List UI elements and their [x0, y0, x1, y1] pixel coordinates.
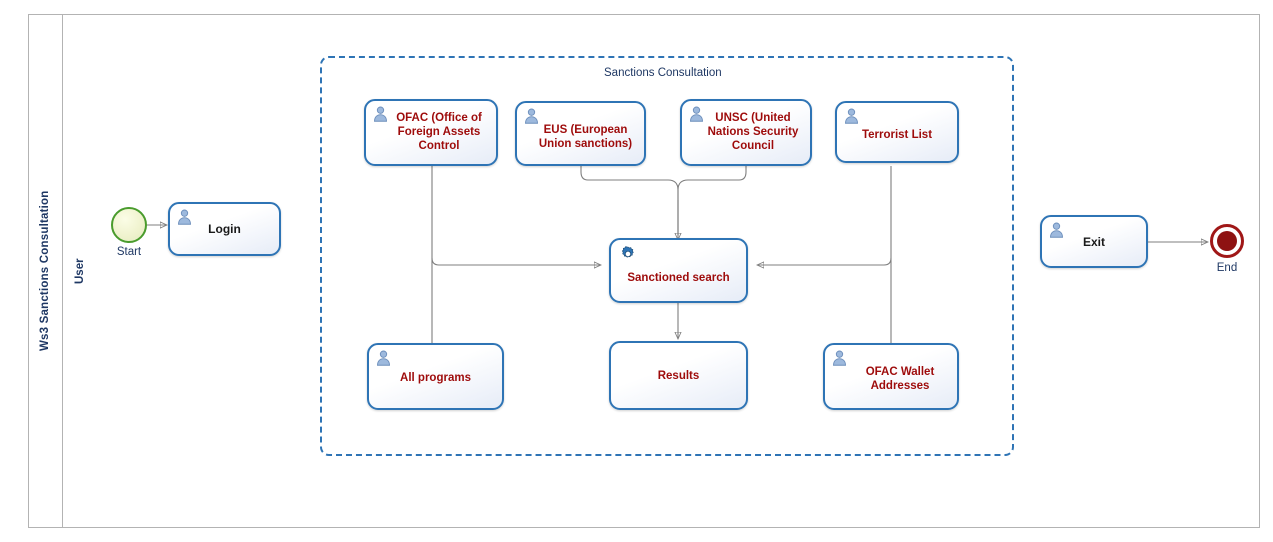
task-exit-label: Exit [1082, 234, 1105, 249]
start-event-label: Start [116, 246, 142, 258]
user-icon [177, 209, 192, 225]
task-ofac-label: OFAC (Office of Foreign Assets Control [396, 111, 482, 152]
task-sanctioned-search-label: Sanctioned search [627, 271, 730, 284]
task-ofac-wallet-addresses[interactable]: OFAC Wallet Addresses [823, 343, 959, 410]
user-icon [832, 350, 847, 366]
user-icon [844, 108, 859, 124]
pool-ws3 [28, 14, 1260, 528]
task-login[interactable]: Login [168, 202, 281, 256]
task-exit[interactable]: Exit [1040, 215, 1148, 268]
lane-divider [62, 14, 63, 528]
user-icon [524, 108, 539, 124]
group-label: Sanctions Consultation [604, 67, 722, 79]
group-sanctions-consultation [320, 56, 1014, 456]
pool-title: Ws3 Sanctions Consultation [39, 190, 51, 352]
task-all-programs[interactable]: All programs [367, 343, 504, 410]
task-login-label: Login [208, 222, 241, 236]
end-event[interactable] [1210, 224, 1244, 258]
task-sanctioned-search[interactable]: Sanctioned search [609, 238, 748, 303]
task-all-programs-label: All programs [400, 371, 471, 384]
task-eus-label: EUS (European Union sanctions) [538, 124, 633, 151]
lane-title-user: User [74, 258, 86, 284]
user-icon [1049, 222, 1064, 238]
task-unsc-label: UNSC (United Nations Security Council [707, 111, 799, 152]
start-event[interactable] [111, 207, 147, 243]
user-icon [373, 106, 388, 122]
gear-icon [620, 246, 636, 262]
user-icon [689, 106, 704, 122]
task-ofac-wallet-label: OFAC Wallet Addresses [865, 366, 935, 393]
end-event-inner [1217, 231, 1237, 251]
task-ofac[interactable]: OFAC (Office of Foreign Assets Control [364, 99, 498, 166]
end-event-label: End [1216, 262, 1238, 274]
user-icon [376, 350, 391, 366]
task-terrorist-list[interactable]: Terrorist List [835, 101, 959, 163]
task-results[interactable]: Results [609, 341, 748, 410]
task-unsc[interactable]: UNSC (United Nations Security Council [680, 99, 812, 166]
task-eus[interactable]: EUS (European Union sanctions) [515, 101, 646, 166]
task-terrorist-list-label: Terrorist List [861, 129, 933, 142]
task-results-label: Results [657, 369, 700, 382]
